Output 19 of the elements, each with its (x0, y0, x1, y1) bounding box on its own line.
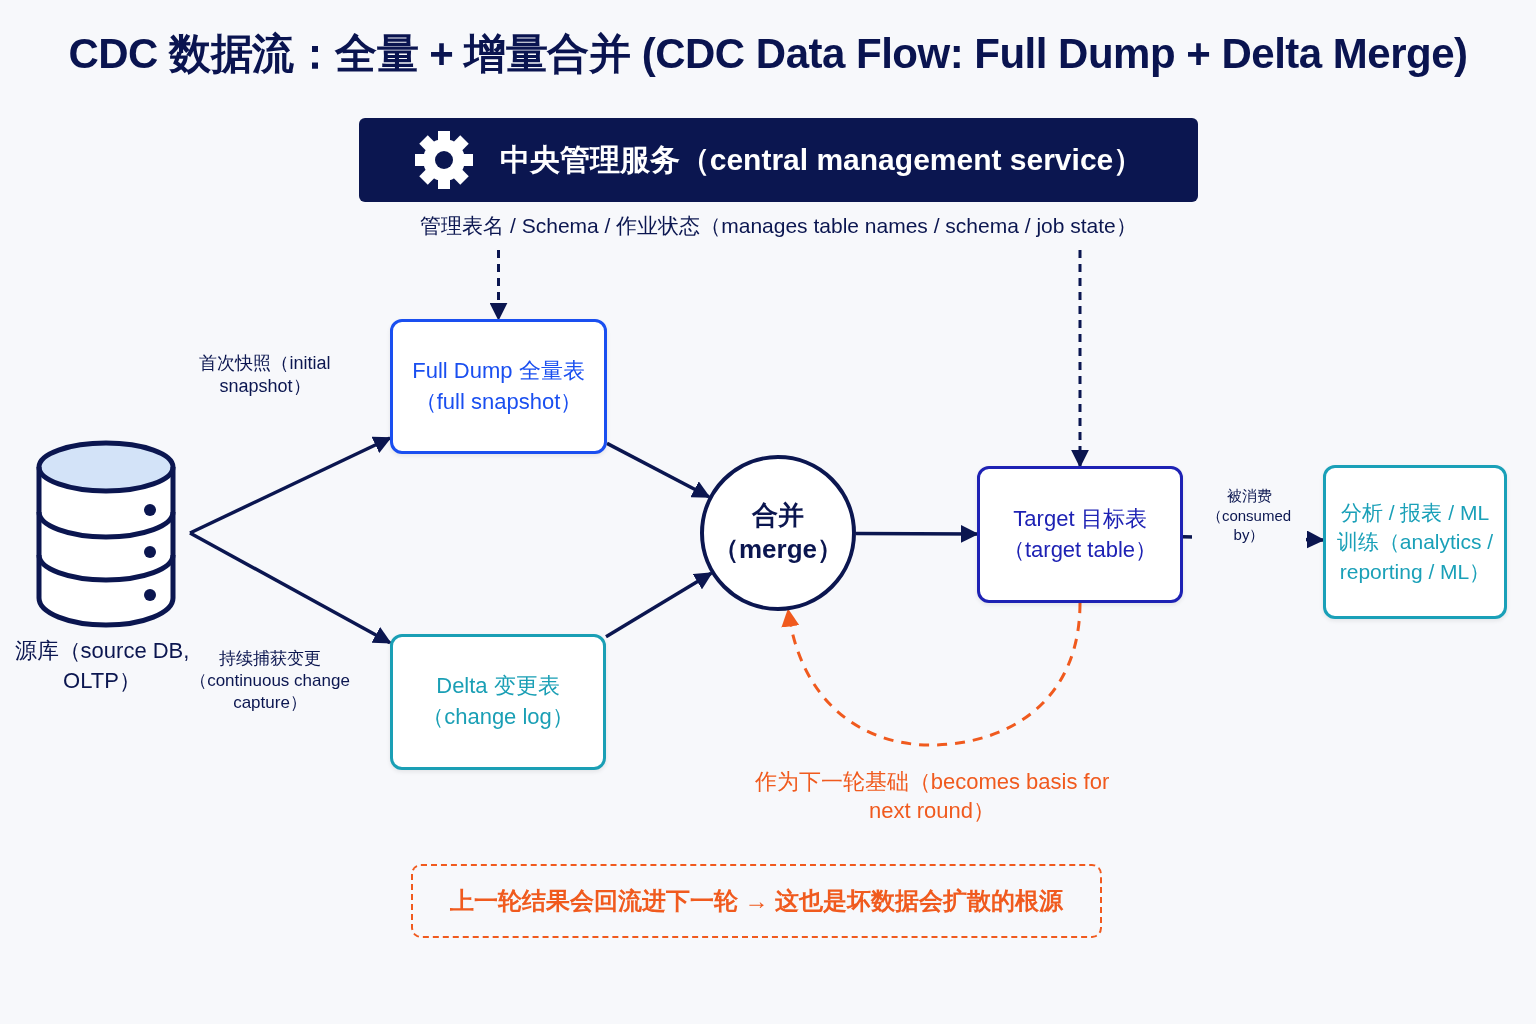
arrow (856, 524, 979, 543)
arrow (606, 441, 711, 499)
merge-circle: 合并（merge） (700, 455, 856, 611)
banner-title: 中央管理服务（central management service） (499, 141, 1144, 178)
arrow (189, 436, 392, 535)
edge-label: 被消费（consumed by） (1192, 486, 1306, 545)
arrow (1071, 250, 1089, 468)
process-box: Target 目标表（target table） (977, 466, 1183, 603)
title: CDC 数据流：全量 + 增量合并 (CDC Data Flow: Full Dump + Delta Merge) (67, 29, 1469, 79)
arrow (489, 250, 508, 321)
process-box: Full Dump 全量表（full snapshot） (390, 319, 607, 454)
node-label: 源库（source DB, OLTP） (13, 637, 191, 695)
arrow (189, 531, 392, 645)
note-box: 上一轮结果会回流进下一轮 → 这也是坏数据会扩散的根源 (411, 864, 1102, 938)
process-box: 分析 / 报表 / ML 训练（analytics / reporting / ML） (1323, 465, 1507, 619)
subtitle: 管理表名 / Schema / 作业状态（manages table names / schema / job state） (419, 213, 1138, 239)
arrow (605, 571, 713, 639)
process-box: Delta 变更表（change log） (390, 634, 606, 770)
arrow (782, 602, 1082, 747)
